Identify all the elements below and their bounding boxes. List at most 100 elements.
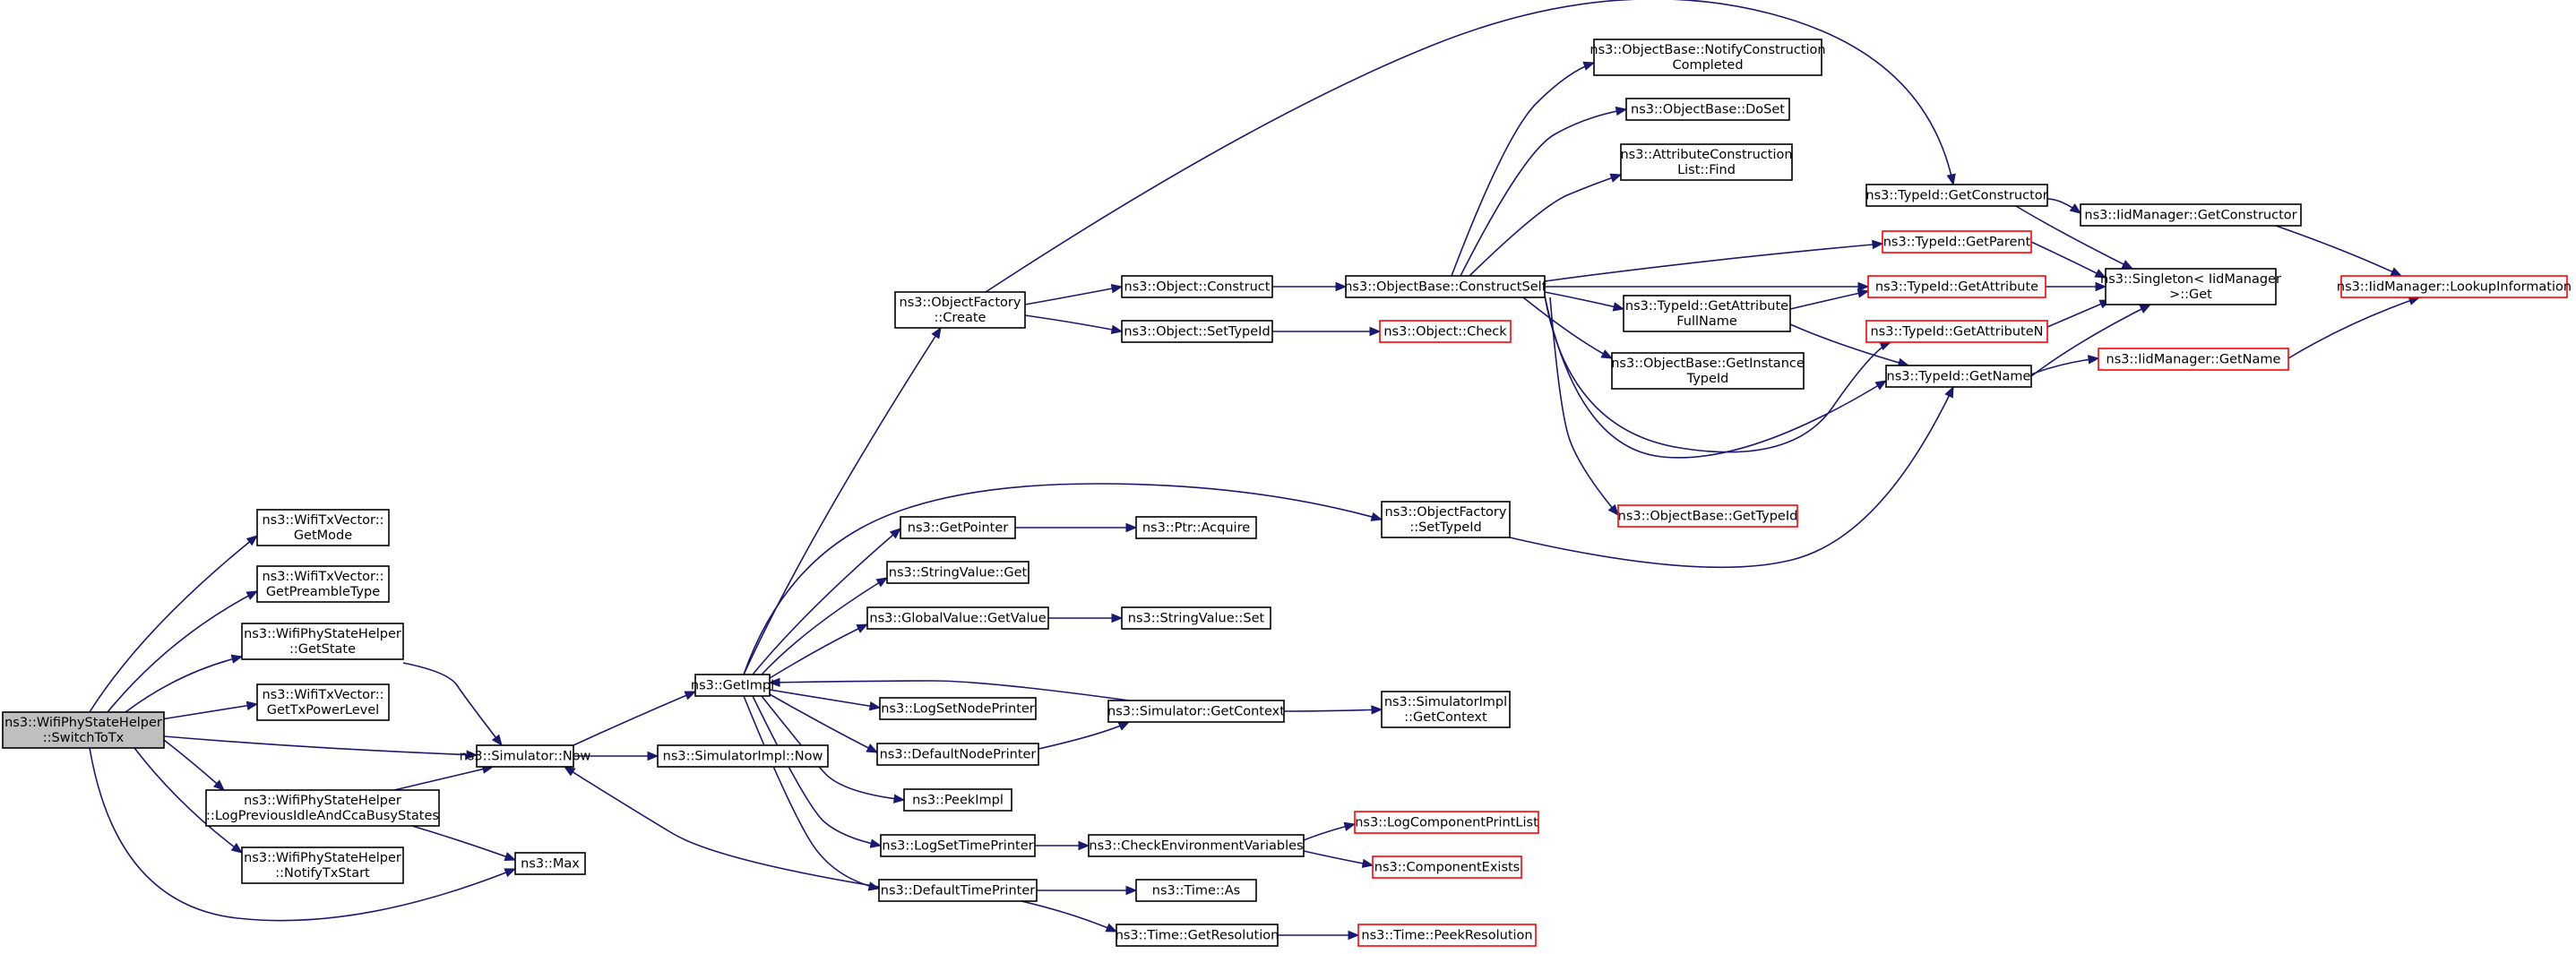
node-box[interactable] — [1121, 320, 1273, 343]
node-box[interactable] — [879, 697, 1037, 720]
node-box[interactable] — [1865, 184, 2048, 207]
node-box[interactable] — [866, 606, 1049, 630]
node-box[interactable] — [476, 744, 574, 768]
node-timeas[interactable]: ns3::Time::As — [1135, 879, 1257, 902]
node-peekimpl[interactable]: ns3::PeekImpl — [903, 788, 1012, 812]
node-simimplnow[interactable]: ns3::SimulatorImpl::Now — [657, 744, 829, 768]
node-logcompprint[interactable]: ns3::LogComponentPrintList — [1354, 811, 1539, 834]
node-box[interactable] — [1617, 504, 1798, 528]
node-box[interactable] — [1867, 275, 2046, 298]
node-box[interactable] — [1885, 365, 2032, 388]
node-getconstructor[interactable]: ns3::TypeId::GetConstructor — [1865, 184, 2048, 207]
node-ofcreate[interactable]: ns3::ObjectFactory::Create — [894, 291, 1026, 329]
node-strset[interactable]: ns3::StringValue::Set — [1121, 606, 1271, 630]
node-simimplctx[interactable]: ns3::SimulatorImpl::GetContext — [1381, 691, 1511, 728]
node-box[interactable] — [2098, 348, 2289, 371]
node-box[interactable] — [1623, 295, 1791, 332]
node-box[interactable] — [878, 879, 1038, 902]
node-box[interactable] — [514, 852, 586, 875]
node-box[interactable] — [1135, 879, 1257, 902]
node-box[interactable] — [1121, 275, 1273, 298]
node-box[interactable] — [241, 623, 404, 660]
node-box[interactable] — [886, 561, 1030, 584]
node-objsettypeid[interactable]: ns3::Object::SetTypeId — [1121, 320, 1273, 343]
node-peekres[interactable]: ns3::Time::PeekResolution — [1357, 924, 1537, 947]
node-ptracquire[interactable]: ns3::Ptr::Acquire — [1135, 516, 1257, 539]
node-box[interactable] — [880, 834, 1036, 857]
node-box[interactable] — [1379, 320, 1512, 343]
node-objcheck[interactable]: ns3::Object::Check — [1379, 320, 1512, 343]
node-box[interactable] — [256, 509, 390, 546]
node-box[interactable] — [2080, 203, 2302, 227]
node-getmode[interactable]: ns3::WifiTxVector::GetMode — [256, 509, 390, 546]
node-box[interactable] — [1611, 352, 1805, 390]
node-getimpl[interactable]: ns3::GetImpl — [691, 674, 774, 697]
node-getattribute[interactable]: ns3::TypeId::GetAttribute — [1867, 275, 2046, 298]
node-box[interactable] — [1372, 855, 1522, 879]
node-box[interactable] — [1116, 924, 1279, 947]
node-box[interactable] — [1357, 924, 1537, 947]
node-box[interactable] — [256, 565, 390, 603]
node-box[interactable] — [1381, 501, 1511, 538]
node-compexists[interactable]: ns3::ComponentExists — [1372, 855, 1522, 879]
node-box[interactable] — [1593, 39, 1822, 76]
node-box[interactable] — [1121, 606, 1271, 630]
node-getname[interactable]: ns3::TypeId::GetName — [1885, 365, 2032, 388]
node-ofsettypeid[interactable]: ns3::ObjectFactory::SetTypeId — [1381, 501, 1511, 538]
node-box[interactable] — [894, 291, 1026, 329]
node-singleton[interactable]: ns3::Singleton< IidManager>::Get — [2100, 268, 2281, 305]
node-getattributen[interactable]: ns3::TypeId::GetAttributeN — [1865, 320, 2048, 343]
node-box[interactable] — [1381, 691, 1511, 728]
node-box[interactable] — [903, 788, 1012, 812]
node-switch[interactable]: ns3::WifiPhyStateHelper::SwitchToTx — [2, 711, 165, 749]
node-box[interactable] — [205, 789, 440, 827]
node-obgettypeid[interactable]: ns3::ObjectBase::GetTypeId — [1617, 504, 1798, 528]
node-defnode[interactable]: ns3::DefaultNodePrinter — [876, 743, 1039, 766]
node-getpointer[interactable]: ns3::GetPointer — [900, 516, 1016, 539]
node-deftime[interactable]: ns3::DefaultTimePrinter — [878, 879, 1038, 902]
node-constructself[interactable]: ns3::ObjectBase::ConstructSelf — [1344, 275, 1547, 298]
node-box[interactable] — [1135, 516, 1257, 539]
node-strget[interactable]: ns3::StringValue::Get — [886, 561, 1030, 584]
node-getparent[interactable]: ns3::TypeId::GetParent — [1882, 230, 2032, 254]
node-gettxpower[interactable]: ns3::WifiTxVector::GetTxPowerLevel — [256, 683, 390, 721]
node-box[interactable] — [2105, 268, 2277, 305]
node-notifytx[interactable]: ns3::WifiPhyStateHelper::NotifyTxStart — [241, 847, 404, 884]
node-box[interactable] — [1882, 230, 2032, 254]
node-logsetnode[interactable]: ns3::LogSetNodePrinter — [879, 697, 1037, 720]
node-box[interactable] — [876, 743, 1039, 766]
node-getstate[interactable]: ns3::WifiPhyStateHelper::GetState — [241, 623, 404, 660]
node-iidgetctor[interactable]: ns3::IidManager::GetConstructor — [2080, 203, 2302, 227]
node-logprev[interactable]: ns3::WifiPhyStateHelper::LogPreviousIdle… — [205, 789, 440, 827]
node-doset[interactable]: ns3::ObjectBase::DoSet — [1625, 98, 1790, 121]
node-getpreamble[interactable]: ns3::WifiTxVector::GetPreambleType — [256, 565, 390, 603]
node-simnow[interactable]: ns3::Simulator::Now — [460, 744, 591, 768]
node-notifyconst[interactable]: ns3::ObjectBase::NotifyConstructionCompl… — [1590, 39, 1826, 76]
node-box[interactable] — [1107, 700, 1285, 723]
node-box[interactable] — [1345, 275, 1546, 298]
node-box[interactable] — [1865, 320, 2048, 343]
node-box[interactable] — [1088, 834, 1305, 857]
node-objconstruct[interactable]: ns3::Object::Construct — [1121, 275, 1273, 298]
node-box[interactable] — [241, 847, 404, 884]
node-box[interactable] — [900, 516, 1016, 539]
node-max[interactable]: ns3::Max — [514, 852, 586, 875]
node-box[interactable] — [694, 674, 771, 697]
node-checkenv[interactable]: ns3::CheckEnvironmentVariables — [1088, 834, 1305, 857]
node-box[interactable] — [1620, 143, 1793, 181]
node-simgetctx[interactable]: ns3::Simulator::GetContext — [1107, 700, 1285, 723]
node-timegetres[interactable]: ns3::Time::GetResolution — [1116, 924, 1279, 947]
node-iidgetname[interactable]: ns3::IidManager::GetName — [2098, 348, 2289, 371]
node-box[interactable] — [1625, 98, 1790, 121]
node-gvget[interactable]: ns3::GlobalValue::GetValue — [866, 606, 1049, 630]
node-box[interactable] — [657, 744, 829, 768]
node-box[interactable] — [2, 711, 165, 749]
node-logsettime[interactable]: ns3::LogSetTimePrinter — [880, 834, 1036, 857]
node-lookup[interactable]: ns3::IidManager::LookupInformation — [2337, 275, 2572, 298]
node-box[interactable] — [1354, 811, 1539, 834]
node-box[interactable] — [256, 683, 390, 721]
node-box[interactable] — [2340, 275, 2568, 298]
